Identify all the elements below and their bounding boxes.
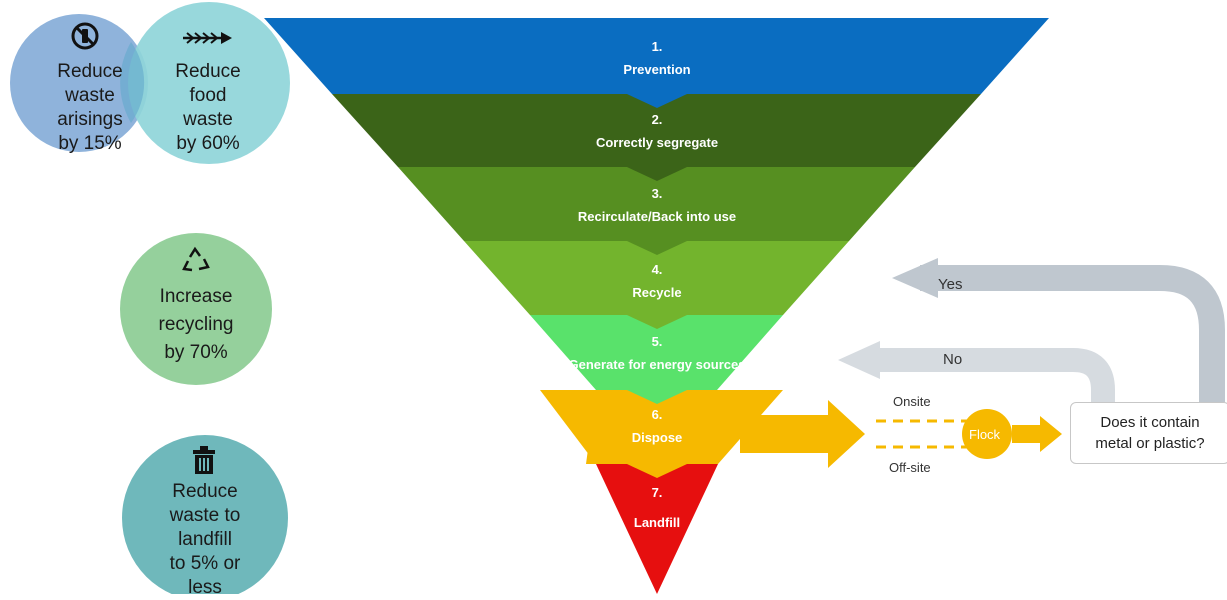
no-return-arrow [865, 348, 1115, 402]
tier-notch [627, 464, 687, 478]
tier-notch [627, 241, 687, 255]
target-circle-food [128, 2, 290, 164]
tier-label-recirculate: 3.Recirculate/Back into use [577, 186, 737, 224]
tier-label-recycle: 4.Recycle [632, 262, 682, 300]
waste-hierarchy-pyramid [264, 18, 1049, 594]
target-circle-waste [10, 14, 148, 152]
tier-notch [627, 94, 687, 108]
flock-arrow [1012, 416, 1062, 452]
onsite-label: Onsite [893, 394, 931, 409]
tier-energy [530, 315, 783, 390]
yes-label: Yes [938, 276, 963, 293]
offsite-label: Off-site [889, 460, 931, 475]
recycle-icon [180, 245, 212, 275]
tier-recirculate [398, 167, 915, 241]
dispose-arrow [740, 400, 865, 468]
tier-label-dispose: 6.Dispose [631, 407, 683, 445]
no-label: No [943, 351, 963, 368]
target-circle-landfill [122, 435, 288, 594]
yes-return-arrow [920, 265, 1225, 402]
tier-recycle [464, 241, 849, 315]
no-littering-icon [70, 21, 100, 51]
tier-notch [627, 167, 687, 181]
tier-notch [627, 390, 687, 404]
tier-segregate [332, 94, 981, 167]
flock-node [962, 409, 1012, 459]
fish-bone-icon [181, 30, 233, 46]
tier-landfill [596, 464, 718, 594]
tier-prevention [264, 18, 1049, 94]
tier-label-landfill: 7.Landfill [633, 485, 681, 530]
trash-bin-icon [191, 445, 217, 475]
tier-notch [627, 315, 687, 329]
flock-label: Flock [969, 427, 1001, 442]
tier-dispose-fill [540, 390, 783, 464]
no-arrowhead [838, 341, 880, 379]
tier-label-segregate: 2.Correctly segregate [595, 112, 719, 150]
target-circle-recycling [120, 233, 272, 385]
tier-label-prevention: 1.Prevention [623, 39, 691, 77]
circle-overlap [120, 42, 145, 123]
yes-arrowhead [892, 258, 938, 298]
tier-label-energy: 5.Generate for energy sources [568, 334, 746, 372]
